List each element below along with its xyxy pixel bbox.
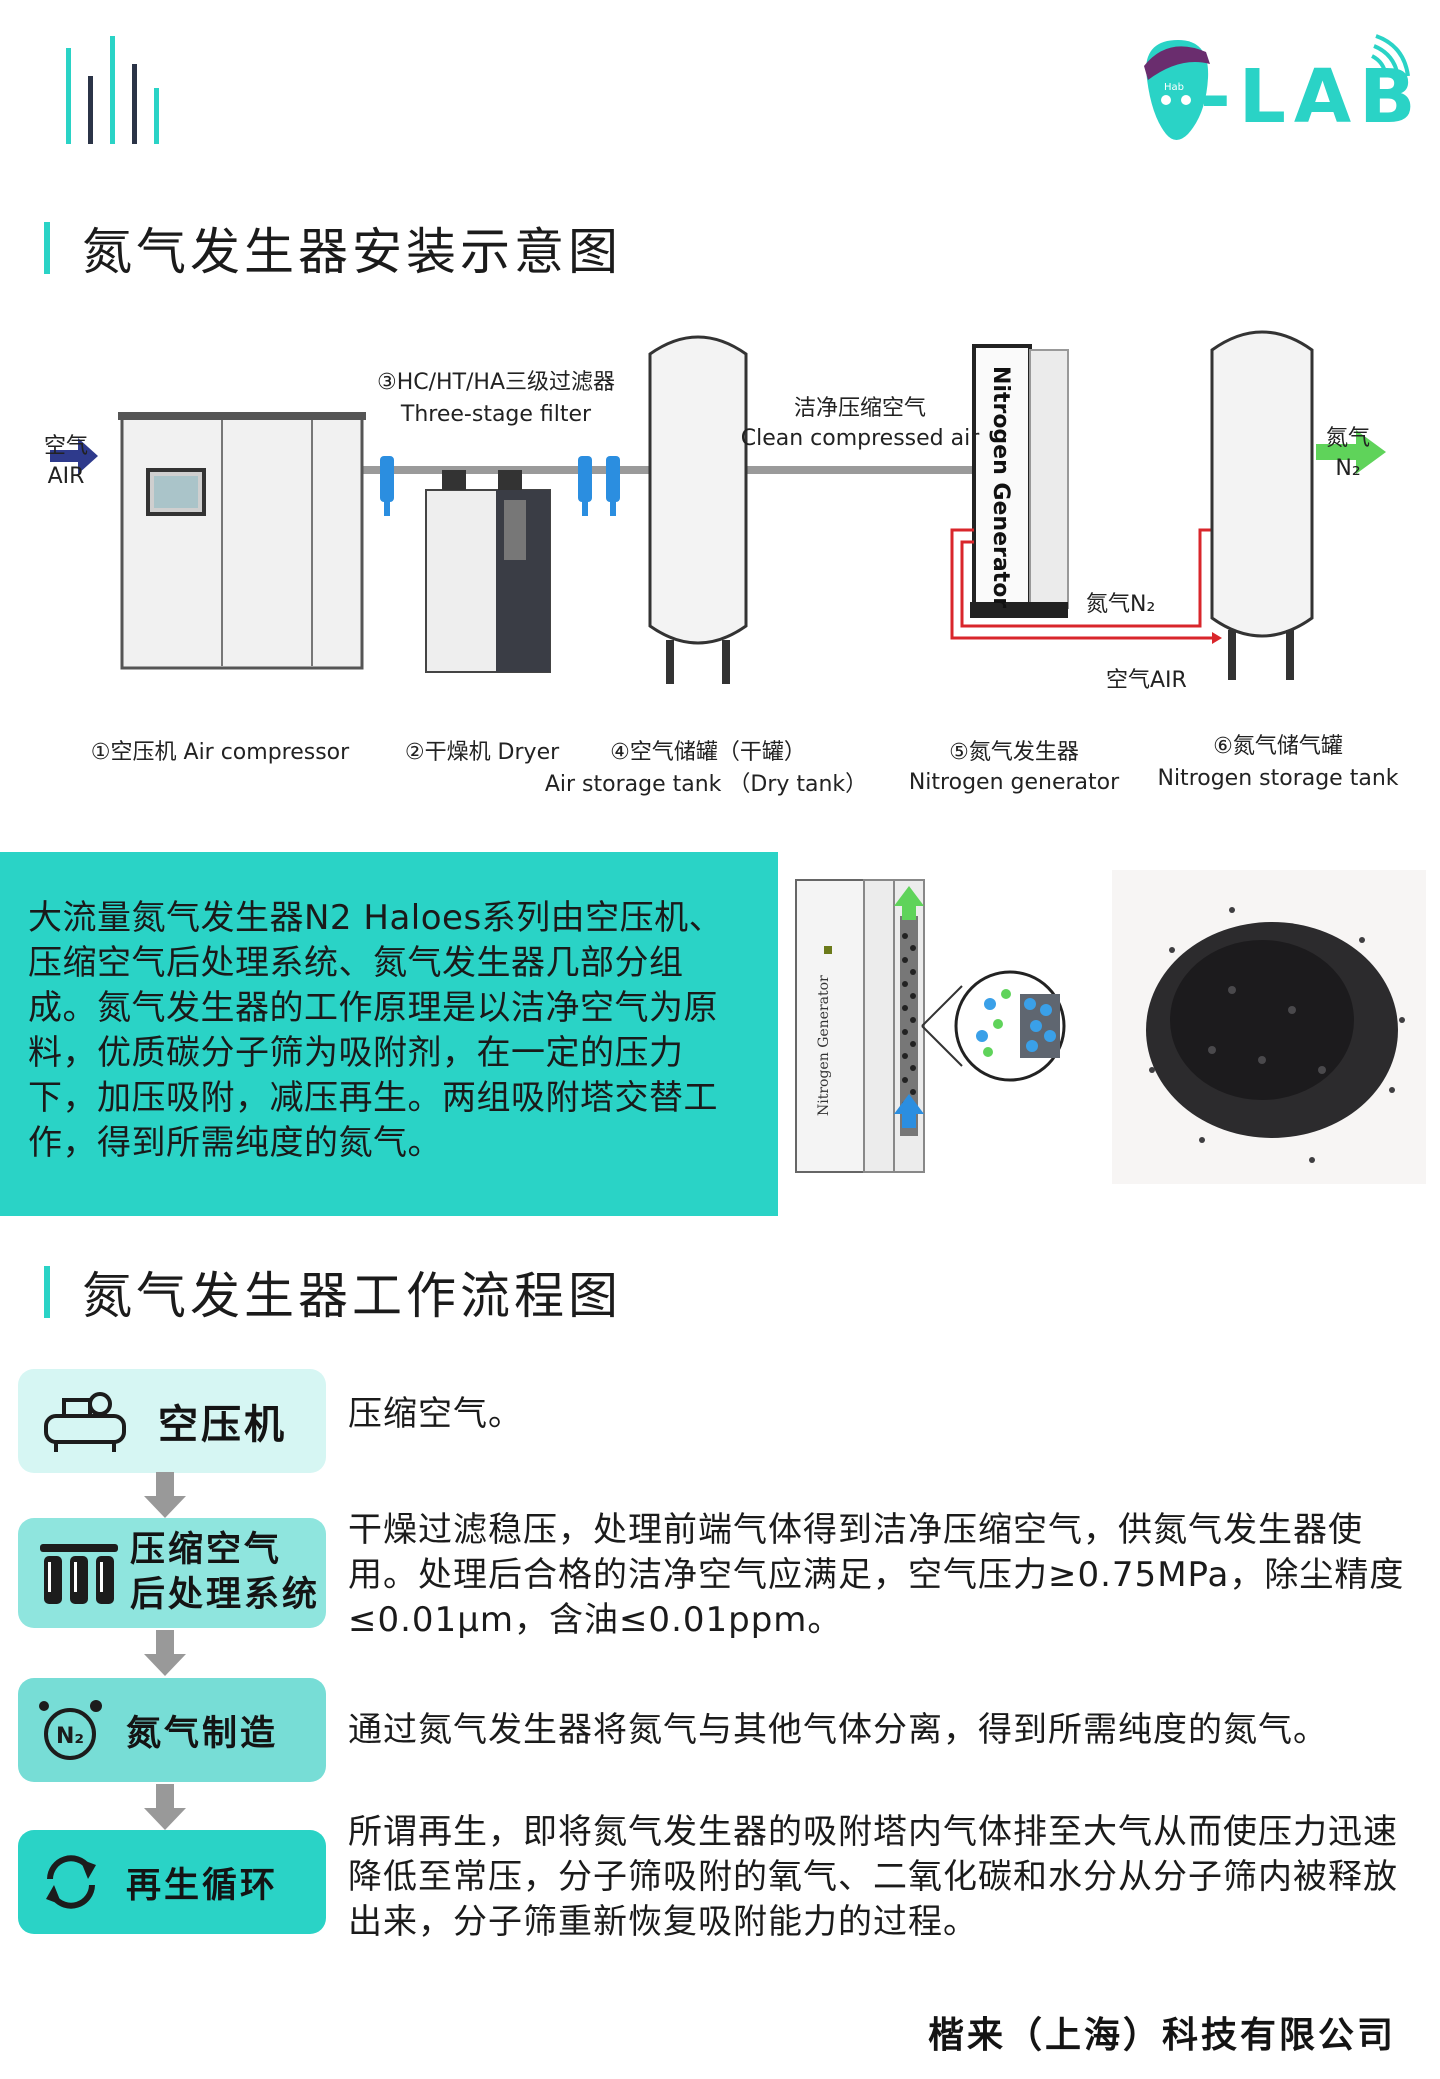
n2-icon-text: N₂: [56, 1724, 84, 1749]
heading-accent-bar: [44, 1266, 50, 1318]
filter-label-en: Three-stage filter: [400, 402, 592, 427]
air-compressor-icon: [118, 412, 366, 670]
installation-diagram-svg: Nitrogen Generator: [50, 330, 1386, 684]
generator-vertical-text: Nitrogen Generator: [988, 366, 1013, 608]
step-description: 压缩空气。: [348, 1394, 523, 1434]
carbon-molecular-sieve-image: [1112, 870, 1426, 1184]
brand-bars-icon: [66, 36, 159, 144]
logo-text: -LAB: [1200, 54, 1424, 140]
air-pipe-label: 空气AIR: [1106, 668, 1187, 693]
workflow-step-regeneration: 再生循环: [18, 1830, 326, 1934]
air-storage-tank-icon: [648, 335, 748, 684]
installation-diagram: Nitrogen Generator 空气 AIR ③HC/HT/HA三级过滤器…: [0, 320, 1440, 840]
n2-molecule-icon: N₂: [39, 1700, 102, 1760]
step-label-line: 压缩空气: [130, 1530, 283, 1570]
filter-label-cn: ③HC/HT/HA三级过滤器: [376, 370, 616, 395]
filters-icon: [40, 1544, 118, 1604]
step-description: 通过氮气发生器将氮气与其他气体分离，得到所需纯度的氮气。: [348, 1710, 1328, 1750]
logo-small-text: Hab: [1164, 82, 1184, 93]
intro-text: 大流量氮气发生器N2 Haloes系列由空压机、压缩空气后处理系统、氮气发生器几…: [28, 898, 724, 1163]
intro-box: 大流量氮气发生器N2 Haloes系列由空压机、压缩空气后处理系统、氮气发生器几…: [0, 852, 778, 1216]
heading-accent-bar: [44, 222, 50, 274]
step-label: 氮气制造: [126, 1713, 279, 1754]
step-description: 所谓再生，即将氮气发生器的吸附塔内气体排至大气从而使压力迅速降低至常压，分子筛吸…: [348, 1812, 1398, 1942]
i-lab-logo-icon: Hab: [1144, 34, 1410, 140]
air-compressor-icon: [44, 1392, 126, 1452]
nitrogen-generator-cutaway-icon: Nitrogen Generator: [795, 879, 1066, 1173]
nitrogen-generator-icon: Nitrogen Generator: [970, 344, 1069, 618]
caption-n2-tank-en: Nitrogen storage tank: [1157, 766, 1399, 791]
caption-n2-tank-cn: ⑥氮气储气罐: [1213, 734, 1343, 759]
air-in-label-en: AIR: [47, 464, 85, 489]
figure-label: Nitrogen Generator: [816, 975, 832, 1116]
filter-icon: [578, 456, 620, 516]
n2-out-label-cn: 氮气: [1325, 426, 1371, 451]
workflow-step-post-treatment: 压缩空气 后处理系统: [18, 1518, 326, 1628]
clean-air-label-cn: 洁净压缩空气: [793, 396, 927, 421]
air-in-arrow-icon: [50, 438, 98, 474]
air-in-label-cn: 空气: [43, 434, 89, 459]
caption-generator-cn: ⑤氮气发生器: [949, 740, 1079, 765]
cycle-icon: [46, 1855, 96, 1909]
step-label-line: 后处理系统: [130, 1575, 321, 1615]
arrow-down-icon: [144, 1630, 186, 1676]
n2-out-label-en: N₂: [1335, 456, 1361, 481]
caption-air-tank-en: Air storage tank （Dry tank）: [544, 772, 868, 797]
caption-generator-en: Nitrogen generator: [908, 770, 1120, 795]
caption-dryer: ②干燥机 Dryer: [404, 740, 560, 765]
n2-out-arrow-icon: [1316, 430, 1386, 474]
clean-air-label-en: Clean compressed air: [740, 426, 980, 451]
filter-icon: [380, 456, 394, 516]
nitrogen-storage-tank-icon: [1210, 330, 1314, 680]
arrow-down-icon: [144, 1784, 186, 1830]
arrow-down-icon: [144, 1472, 186, 1518]
caption-air-tank-cn: ④空气储罐（干罐）: [610, 740, 806, 765]
section-title: 氮气发生器安装示意图: [82, 223, 622, 281]
section-heading-workflow: 氮气发生器工作流程图: [44, 1262, 622, 1325]
step-label: 压缩空气 后处理系统: [130, 1528, 320, 1618]
n2-pipe-label: 氮气N₂: [1086, 592, 1156, 617]
workflow-step-air-compressor: 空压机: [18, 1369, 326, 1473]
step-description: 干燥过滤稳压，处理前端气体得到洁净压缩空气，供氮气发生器使用。处理后合格的洁净空…: [348, 1510, 1405, 1640]
company-name: 楷来（上海）科技有限公司: [927, 2015, 1396, 2056]
step-label: 再生循环: [126, 1865, 279, 1906]
section-heading-installation: 氮气发生器安装示意图: [44, 218, 622, 281]
caption-air-compressor: ①空压机 Air compressor: [90, 740, 350, 765]
workflow-step-nitrogen-production: N₂ 氮气制造: [18, 1678, 326, 1782]
dryer-icon: [425, 470, 551, 673]
section-title: 氮气发生器工作流程图: [82, 1267, 622, 1325]
step-label: 空压机: [158, 1402, 287, 1448]
